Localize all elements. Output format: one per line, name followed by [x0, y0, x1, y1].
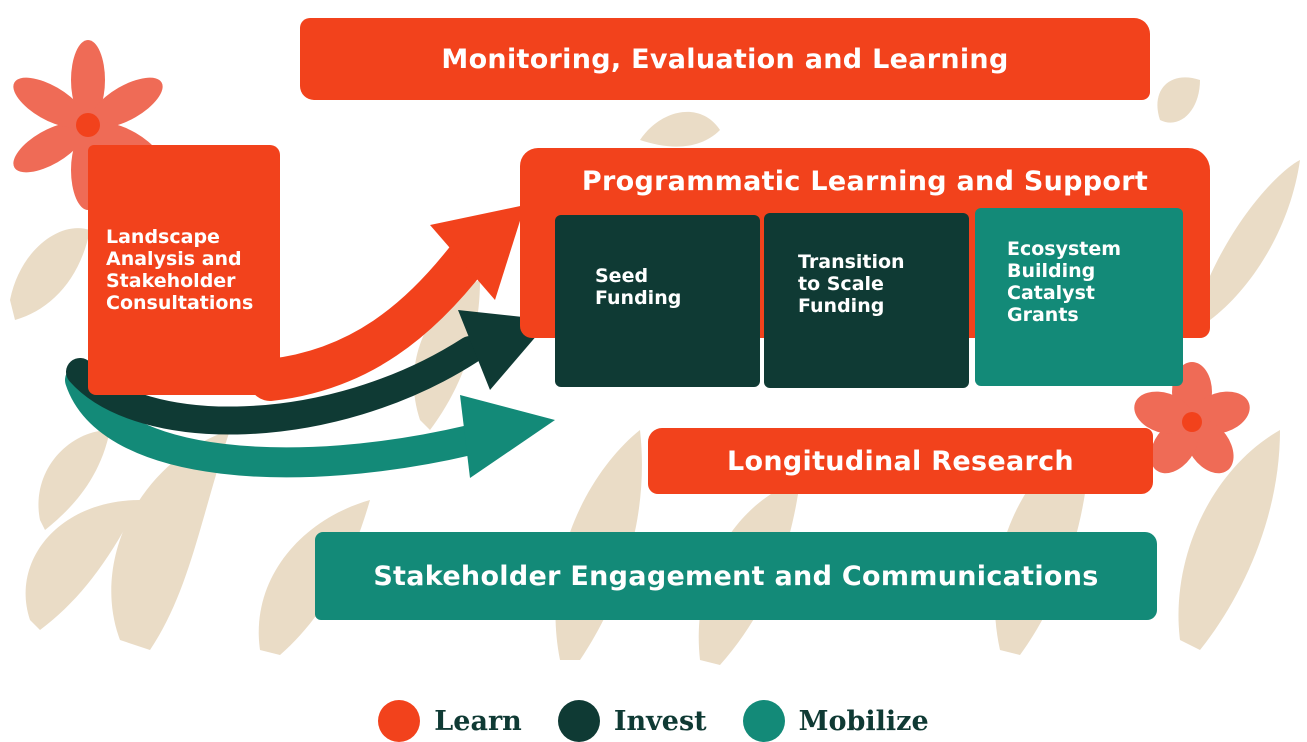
legend-dot-learn: [378, 700, 421, 742]
legend-item-invest: Invest: [557, 700, 707, 742]
stakeholder-engagement-bar: Stakeholder Engagement and Communication…: [315, 532, 1157, 620]
transition-to-scale-line: Transition: [798, 251, 905, 273]
legend-item-mobilize: Mobilize: [742, 700, 929, 742]
legend-label-learn: Learn: [434, 705, 522, 737]
ecosystem-building-label: Ecosystem Building Catalyst Grants: [1007, 238, 1121, 326]
seed-funding-cell: Seed Funding: [555, 215, 760, 387]
monitoring-evaluation-learning-bar: Monitoring, Evaluation and Learning: [300, 18, 1150, 100]
transition-to-scale-line: Funding: [798, 295, 885, 317]
ecosystem-building-line: Ecosystem: [1007, 238, 1122, 260]
programmatic-learning-support-label: Programmatic Learning and Support: [581, 166, 1149, 197]
longitudinal-research-bar: Longitudinal Research: [648, 428, 1153, 494]
landscape-analysis-line: Analysis and: [106, 248, 242, 270]
landscape-analysis-line: Landscape: [106, 226, 220, 248]
arrow-mobilize: [65, 365, 555, 478]
landscape-analysis-line: Consultations: [106, 292, 254, 314]
monitoring-evaluation-learning-label: Monitoring, Evaluation and Learning: [441, 43, 1009, 75]
legend-item-learn: Learn: [378, 700, 522, 742]
arrow-learn: [249, 205, 525, 401]
longitudinal-research-label: Longitudinal Research: [727, 445, 1074, 477]
stakeholder-engagement-label: Stakeholder Engagement and Communication…: [373, 560, 1099, 592]
landscape-analysis-box: Landscape Analysis and Stakeholder Consu…: [88, 145, 280, 395]
legend-label-mobilize: Mobilize: [798, 705, 929, 737]
ecosystem-building-line: Catalyst: [1007, 282, 1095, 304]
landscape-analysis-label: Landscape Analysis and Stakeholder Consu…: [106, 226, 253, 314]
seed-funding-line: Funding: [595, 287, 682, 309]
seed-funding-line: Seed: [595, 265, 649, 287]
transition-to-scale-label: Transition to Scale Funding: [798, 251, 905, 317]
transition-to-scale-line: to Scale: [798, 273, 884, 295]
transition-to-scale-cell: Transition to Scale Funding: [764, 213, 969, 388]
ecosystem-building-line: Grants: [1007, 304, 1079, 326]
ecosystem-building-cell: Ecosystem Building Catalyst Grants: [975, 208, 1183, 386]
seed-funding-label: Seed Funding: [595, 265, 681, 309]
legend-label-invest: Invest: [613, 705, 707, 737]
legend-dot-mobilize: [742, 700, 785, 742]
landscape-analysis-line: Stakeholder: [106, 270, 236, 292]
legend: Learn Invest Mobilize: [0, 700, 1307, 742]
ecosystem-building-line: Building: [1007, 260, 1096, 282]
legend-dot-invest: [557, 700, 600, 742]
